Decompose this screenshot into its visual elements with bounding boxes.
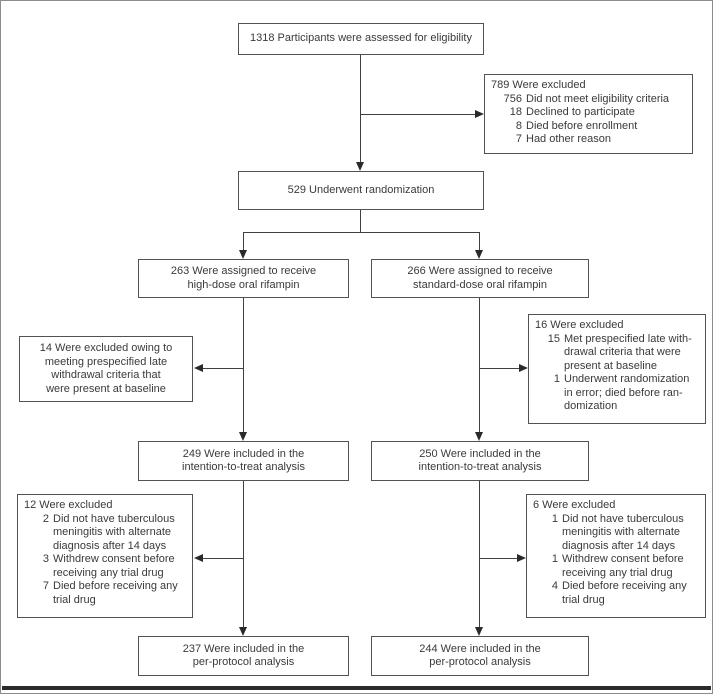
exclusion-item: diagnosis after 14 days (562, 539, 676, 552)
exclusion-box-top: 789 Were excluded 756 Did not meet eligi… (484, 74, 693, 154)
arrow-left-icon (194, 554, 203, 562)
exclusion-item: receiving any trial drug (562, 566, 673, 579)
flow-box-text: intention-to-treat analysis (418, 461, 542, 473)
flow-box-text: 263 Were assigned to receive (170, 265, 317, 277)
flow-box-text: 244 Were included in the (419, 642, 541, 655)
exclusion-item: present at baseline (564, 359, 657, 372)
exclusion-item: drawal criteria that were (564, 346, 681, 358)
flow-box-assessed: 1318 Participants were assessed for elig… (238, 23, 484, 55)
exclusion-item: meningitis with alternate (53, 526, 172, 538)
flow-box-text: intention-to-treat analysis (182, 461, 305, 473)
exclusion-box-mid-right: 16 Were excluded 15 Met prespecified lat… (528, 314, 706, 424)
connector-line (359, 210, 361, 233)
arrow-down-icon (238, 432, 247, 441)
exclusion-line: withdrawal criteria that (51, 369, 161, 381)
connector-line (242, 232, 480, 234)
flow-box-text: 529 Underwent randomization (287, 183, 435, 196)
flow-box-text: 237 Were included in the (182, 642, 305, 655)
flow-box-pp-right: 244 Were included in the per-protocol an… (371, 636, 589, 676)
arrow-right-icon (475, 110, 484, 118)
exclusion-line: were present at baseline (46, 382, 166, 395)
flow-box-text: per-protocol analysis (429, 656, 531, 668)
flow-box-text: 250 Were included in the (419, 447, 541, 460)
exclusion-item: 1 Withdrew consent before (551, 553, 684, 565)
exclusion-item: 7 Had other reason (515, 133, 611, 145)
flow-box-itt-right: 250 Were included in the intention-to-tr… (371, 441, 589, 481)
flow-box-text: 249 Were included in the (182, 447, 305, 460)
exclusion-item: domization (564, 400, 618, 412)
exclusion-item: 8 Died before enrollment (515, 119, 638, 132)
connector-line (242, 298, 244, 432)
figure-bottom-rule (2, 686, 711, 690)
flow-box-text: per-protocol analysis (192, 656, 295, 668)
exclusion-item: 1 Did not have tuberculous (551, 512, 684, 525)
arrow-right-icon (517, 554, 526, 562)
connector-line (478, 232, 480, 250)
flow-box-itt-left: 249 Were included in the intention-to-tr… (138, 441, 349, 481)
connector-line (479, 558, 517, 560)
flow-box-text: high-dose oral rifampin (187, 278, 300, 291)
flow-box-text: 266 Were assigned to receive (407, 265, 553, 277)
exclusion-item: trial drug (53, 593, 96, 606)
arrow-down-icon (238, 250, 247, 259)
exclusion-box-low-right: 6 Were excluded 1 Did not have tuberculo… (526, 494, 706, 618)
connector-line (242, 481, 244, 627)
arrow-down-icon (474, 627, 483, 636)
arrow-down-icon (474, 250, 483, 259)
connector-line (478, 298, 480, 432)
connector-line (478, 481, 480, 627)
exclusion-title: 12 Were excluded (24, 499, 113, 511)
flow-box-text: 1318 Participants were assessed for elig… (250, 32, 472, 45)
flow-box-assigned-standard-dose: 266 Were assigned to receive standard-do… (371, 259, 589, 298)
exclusion-line: meeting prespecified late (44, 355, 168, 368)
exclusion-item: diagnosis after 14 days (53, 539, 167, 552)
connector-line (242, 232, 244, 250)
exclusion-item: 15 Met prespecified late with- (547, 332, 692, 345)
exclusion-title: 6 Were excluded (533, 499, 616, 511)
exclusion-item: 2 Did not have tuberculous (42, 512, 175, 525)
exclusion-item: 1 Underwent randomization (553, 373, 690, 385)
flow-box-pp-left: 237 Were included in the per-protocol an… (138, 636, 349, 676)
exclusion-item: 4 Died before receiving any (551, 580, 687, 592)
flow-box-randomized: 529 Underwent randomization (238, 171, 484, 210)
exclusion-item: 7 Died before receiving any (42, 580, 178, 592)
exclusion-item: in error; died before ran- (564, 386, 683, 399)
arrow-left-icon (194, 364, 203, 372)
arrow-down-icon (355, 162, 364, 171)
exclusion-item: trial drug (562, 593, 605, 606)
flow-box-text: standard-dose oral rifampin (413, 278, 547, 291)
exclusion-item: 756 Did not meet eligibility criteria (503, 92, 670, 105)
exclusion-title: 789 Were excluded (491, 79, 586, 91)
connector-line (479, 368, 519, 370)
exclusion-line: 14 Were excluded owing to (39, 342, 173, 354)
exclusion-title: 16 Were excluded (535, 319, 624, 331)
exclusion-box-mid-left: 14 Were excluded owing to meeting prespe… (19, 336, 193, 402)
exclusion-item: 3 Withdrew consent before (42, 553, 175, 565)
connector-line (359, 55, 361, 162)
exclusion-box-low-left: 12 Were excluded 2 Did not have tubercul… (17, 494, 193, 618)
connector-line (203, 558, 243, 560)
exclusion-item: meningitis with alternate (562, 526, 681, 538)
exclusion-item: receiving any trial drug (53, 566, 164, 579)
connector-line (360, 114, 475, 116)
exclusion-item: 18 Declined to participate (509, 106, 635, 118)
connector-line (203, 368, 243, 370)
arrow-down-icon (238, 627, 247, 636)
flow-box-assigned-high-dose: 263 Were assigned to receive high-dose o… (138, 259, 349, 298)
arrow-down-icon (474, 432, 483, 441)
arrow-right-icon (519, 364, 528, 372)
